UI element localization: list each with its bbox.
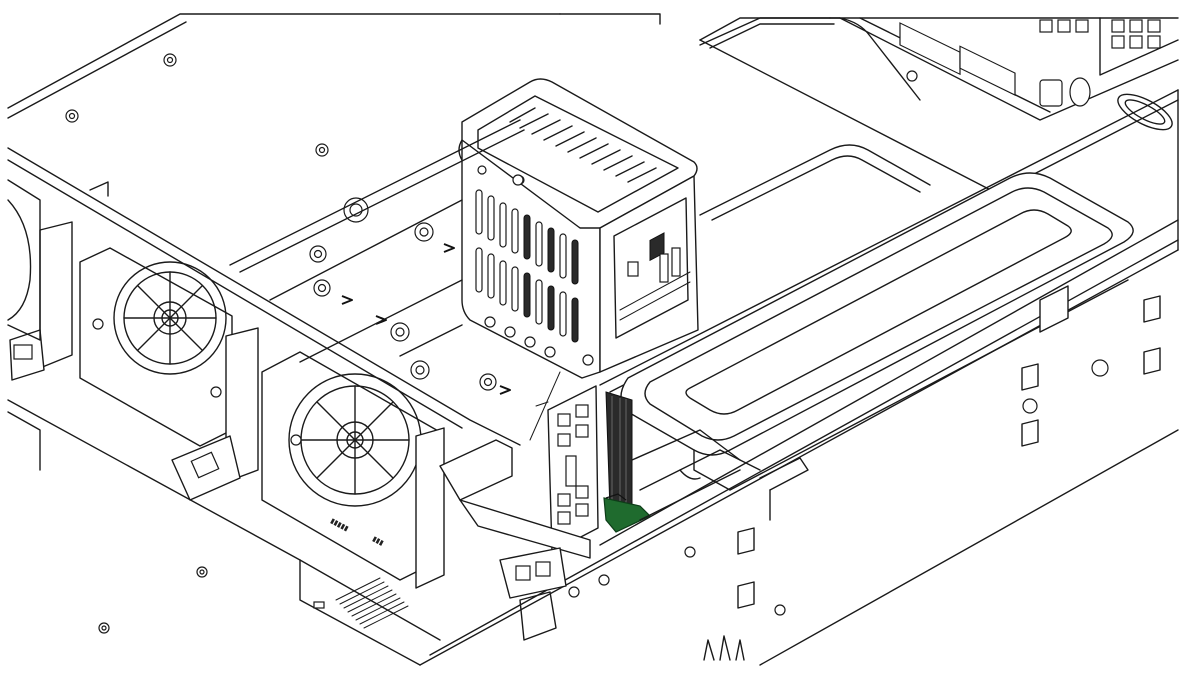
ribbon-cable (605, 391, 633, 511)
backplane (529, 371, 599, 553)
fan-module-partial (7, 179, 41, 341)
fan-module-left (79, 247, 233, 447)
cage-top-vents (509, 107, 657, 183)
drive-cage (458, 78, 699, 379)
cage-backplane-board (613, 197, 691, 339)
air-shroud (619, 172, 1134, 491)
airflow-arrows (341, 243, 511, 395)
floor-vent (313, 577, 409, 629)
io-shield (899, 19, 1161, 107)
rear-io-area (559, 13, 1179, 201)
cage-front-slots (475, 165, 594, 366)
green-connector (603, 493, 652, 533)
floor-standoffs (65, 53, 1109, 634)
side-wall-step (759, 457, 809, 521)
side-wall-tabs (703, 285, 1161, 661)
floor-channels (89, 119, 525, 363)
fan-latches (9, 221, 445, 589)
rear-tray (699, 17, 931, 221)
front-rail-bracket (439, 439, 591, 641)
lower-channel (631, 429, 761, 521)
